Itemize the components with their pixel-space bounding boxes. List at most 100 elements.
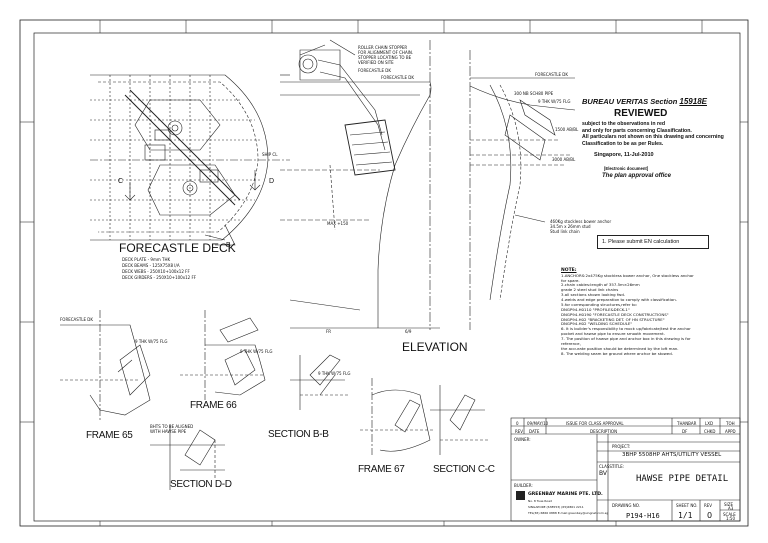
bv-condition: Classification to be as per Rules. [582,140,664,147]
note-line: 7. The position of hawse pipe and anchor… [561,336,691,346]
title-block-grid [510,417,741,522]
section-mark-c: C [118,178,124,185]
section-bb-view [290,354,350,410]
drawing-no-label: DRAWING NO. [612,503,640,508]
chkd-cell: LXD [705,421,714,426]
header-description: DESCRIPTION [590,429,618,434]
rev-label: REV [704,503,713,508]
note-line: DNGP94-H02 "BRACKETING DET. OF HN STRUCT… [561,316,665,322]
dim-label: 6/9 [405,329,412,334]
owner-label: OWNER: [514,437,531,442]
note-line: the accurate position should be determin… [561,345,679,351]
class-value: BV [599,470,608,477]
title-label: TITLE: [612,464,625,469]
section-cc-title: SECTION C-C [433,464,495,475]
company-logo [516,491,525,500]
note-line: DNGP94-H0190 "FORECASTLE DECK CONSTRUCTI… [561,311,669,317]
align-note: BHTS TO BE ALIGNED [150,424,194,429]
df-cell: THANBAR [677,421,697,426]
project-label: PROJECT: [612,444,631,449]
dim-label: 3000 AB/BL [552,157,576,162]
anchor-note: 34.5m x 26mm stud [550,224,591,229]
observation-note: 1. Please submit EN calculation [602,239,680,245]
frame-66-title: FRAME 66 [190,400,237,411]
chain-stopper-note: FORECASTLE DK [358,68,391,73]
class-label: CLASS: [599,464,614,469]
align-note: WITH HAWSE PIPE [150,429,187,434]
section-dd-view [150,425,225,490]
sheet-label: SHEET NO. [676,503,698,508]
dim-label: 1500 AB/BL [555,127,579,132]
dim-label: FORECASTLE DK [381,75,414,80]
rev-number: 0 [707,511,713,520]
anchor-note: Stud link chain [550,229,580,234]
header-chkd: CHKD [704,429,716,434]
bv-electronic: [Electronic document] [604,166,649,171]
outer-border [19,19,749,527]
drawing-number: P194-H16 [626,512,660,520]
scale-value: 1:50 [726,516,735,521]
note-line: 4.welds and edge preparation to comply w… [561,297,677,302]
chain-stopper-note: FOR ALIGNMENT OF CHAIN. [358,50,414,55]
bv-section-label: BUREAU VERITAS Section [582,97,678,106]
bv-place-date: Singapore, 11-Jul-2010 [594,152,654,158]
deck-note: DECK PLATE - 9mm THK [122,257,171,262]
note-line: 5.for corresponding structures,refer to: [561,301,637,307]
section-bb-title: SECTION B-B [268,429,329,440]
deck-note: DECK GIRDERS - 250X10+100x12 FF [122,275,197,280]
bv-condition: All particulars not shown on this drawin… [582,134,724,140]
chain-stopper-note: ROLLER CHAIN STOPPER [358,45,408,50]
header-df: DF [682,429,688,434]
note-line: 1.ANCHORS:2x475Kg stockless bower anchor… [561,272,694,278]
bv-section-line: BUREAU VERITAS Section 15918E [582,97,730,106]
note-line: pocket and hawse pipe to ensure smooth m… [561,331,665,337]
description-cell: ISSUE FOR CLASS APPROVAL [566,421,624,426]
forecastle-dk-label: FORECASTLE DK [535,72,568,77]
section-mark-b: B [226,242,231,249]
scale-label: SCALE [723,512,736,517]
company-address: SINGAPORE (638553) (65)6861 2211 [528,505,584,509]
bv-status: REVIEWED [614,108,668,119]
appd-cell: TOH [726,421,735,426]
dim-label: MAX +150 [327,221,349,226]
flange-label-f66: 9 THK W/75 FLG [240,349,273,354]
size-value: A3 [728,506,734,511]
sheet-number: 1/1 [678,511,693,520]
header-date: DATE [529,429,540,434]
flange-label-bb: 9 THK W/75 FLG [318,371,351,376]
note-line: for spare. [561,277,580,283]
ship-cl-label: SHIP CL [262,152,278,157]
drawing-title: HAWSE PIPE DETAIL [636,474,729,484]
frame-65-title: FRAME 65 [86,430,133,441]
flange-label: 9 THK W/75 FLG [538,99,571,104]
frame-67-title: FRAME 67 [358,464,405,475]
bv-section-number: 15918E [679,97,707,106]
company-address: TEL(65) 6866 0888 E-mail:greenbay@singne… [528,511,609,515]
inner-border [33,32,741,522]
notes-title: NOTE: [561,268,577,273]
note-line: 2.chain cables:length of 357.5m×26mm [561,282,640,288]
note-line: grade 2 steel stud link chains [561,287,619,293]
forecastle-deck-plan [90,74,290,246]
observation-note-box: 1. Please submit EN calculation [597,235,709,249]
note-line: DNGP94-H0110 "PROFILE&DECK-1" [561,306,630,312]
frame-66-view [180,310,266,400]
section-cc-view [430,385,490,455]
size-label: SIZE [724,502,733,507]
forecastle-deck-title: FORECASTLE DECK [119,241,236,255]
note-line: 6. It is builder's responsibility to moc… [561,326,691,332]
dim-label: FR [326,329,332,334]
anchor-note: 460Kg stockless bower anchor [550,219,612,224]
builder-label: BUILDER: [514,483,533,488]
project-name: 3BHP 5508HP AHTS/UTILITY VESSEL [622,452,722,458]
company-address: No. 8 Tuas Road [528,499,552,503]
general-notes: NOTE: 1.ANCHORS:2x475Kg stockless bower … [561,268,711,357]
frame-65-view [60,310,151,420]
bv-condition: and only for parts concerning Classifica… [582,127,692,134]
flange-label-f65: 9 THK W/75 FLG [135,339,168,344]
rev-cell: 0 [516,421,519,426]
date-cell: 09/MAY/10 [527,421,549,426]
deck-note: DECK BEAMS - 125X75X8 I/A [122,263,180,268]
side-section-view [469,50,576,330]
